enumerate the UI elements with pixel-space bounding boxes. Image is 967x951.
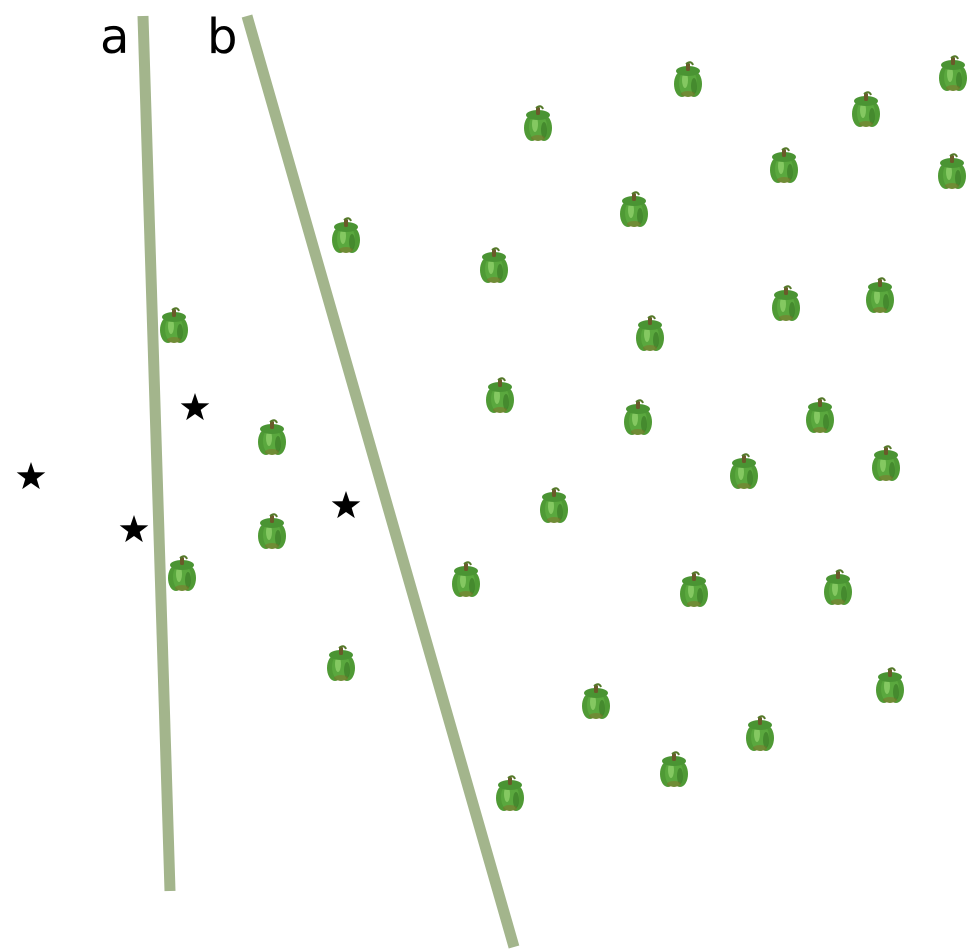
pepper-icon bbox=[806, 398, 834, 433]
line-b bbox=[247, 16, 514, 947]
pepper-icon bbox=[938, 154, 966, 189]
line-a bbox=[143, 16, 170, 891]
pepper-icon bbox=[327, 646, 355, 681]
pepper-icon bbox=[168, 556, 196, 591]
pepper-icon bbox=[258, 514, 286, 549]
pepper-icon bbox=[866, 278, 894, 313]
star-icon bbox=[17, 462, 46, 489]
pepper-icon bbox=[824, 570, 852, 605]
line-b-label: b bbox=[207, 9, 237, 65]
pepper-icon bbox=[582, 684, 610, 719]
line-a-label: a bbox=[100, 9, 129, 65]
pepper-icon bbox=[486, 378, 514, 413]
star-icon bbox=[181, 393, 210, 420]
pepper-icon bbox=[746, 716, 774, 751]
pepper-icon bbox=[680, 572, 708, 607]
pepper-icon bbox=[620, 192, 648, 227]
pepper-icon bbox=[258, 420, 286, 455]
star-icon bbox=[332, 491, 361, 518]
pepper-icon bbox=[160, 308, 188, 343]
pepper-icon bbox=[496, 776, 524, 811]
pepper-icon bbox=[452, 562, 480, 597]
pepper-icon bbox=[674, 62, 702, 97]
pepper-icon bbox=[872, 446, 900, 481]
pepper-icon bbox=[636, 316, 664, 351]
pepper-icon bbox=[540, 488, 568, 523]
pepper-icon bbox=[730, 454, 758, 489]
pepper-icon bbox=[852, 92, 880, 127]
pepper-icon bbox=[332, 218, 360, 253]
pepper-icon bbox=[524, 106, 552, 141]
pepper-icon bbox=[939, 56, 967, 91]
pepper-icon bbox=[660, 752, 688, 787]
pepper-markers bbox=[160, 56, 967, 811]
pepper-icon bbox=[480, 248, 508, 283]
pepper-icon bbox=[876, 668, 904, 703]
pepper-icon bbox=[770, 148, 798, 183]
star-icon bbox=[120, 515, 149, 542]
pepper-icon bbox=[624, 400, 652, 435]
pepper-icon bbox=[772, 286, 800, 321]
star-markers bbox=[17, 393, 361, 542]
